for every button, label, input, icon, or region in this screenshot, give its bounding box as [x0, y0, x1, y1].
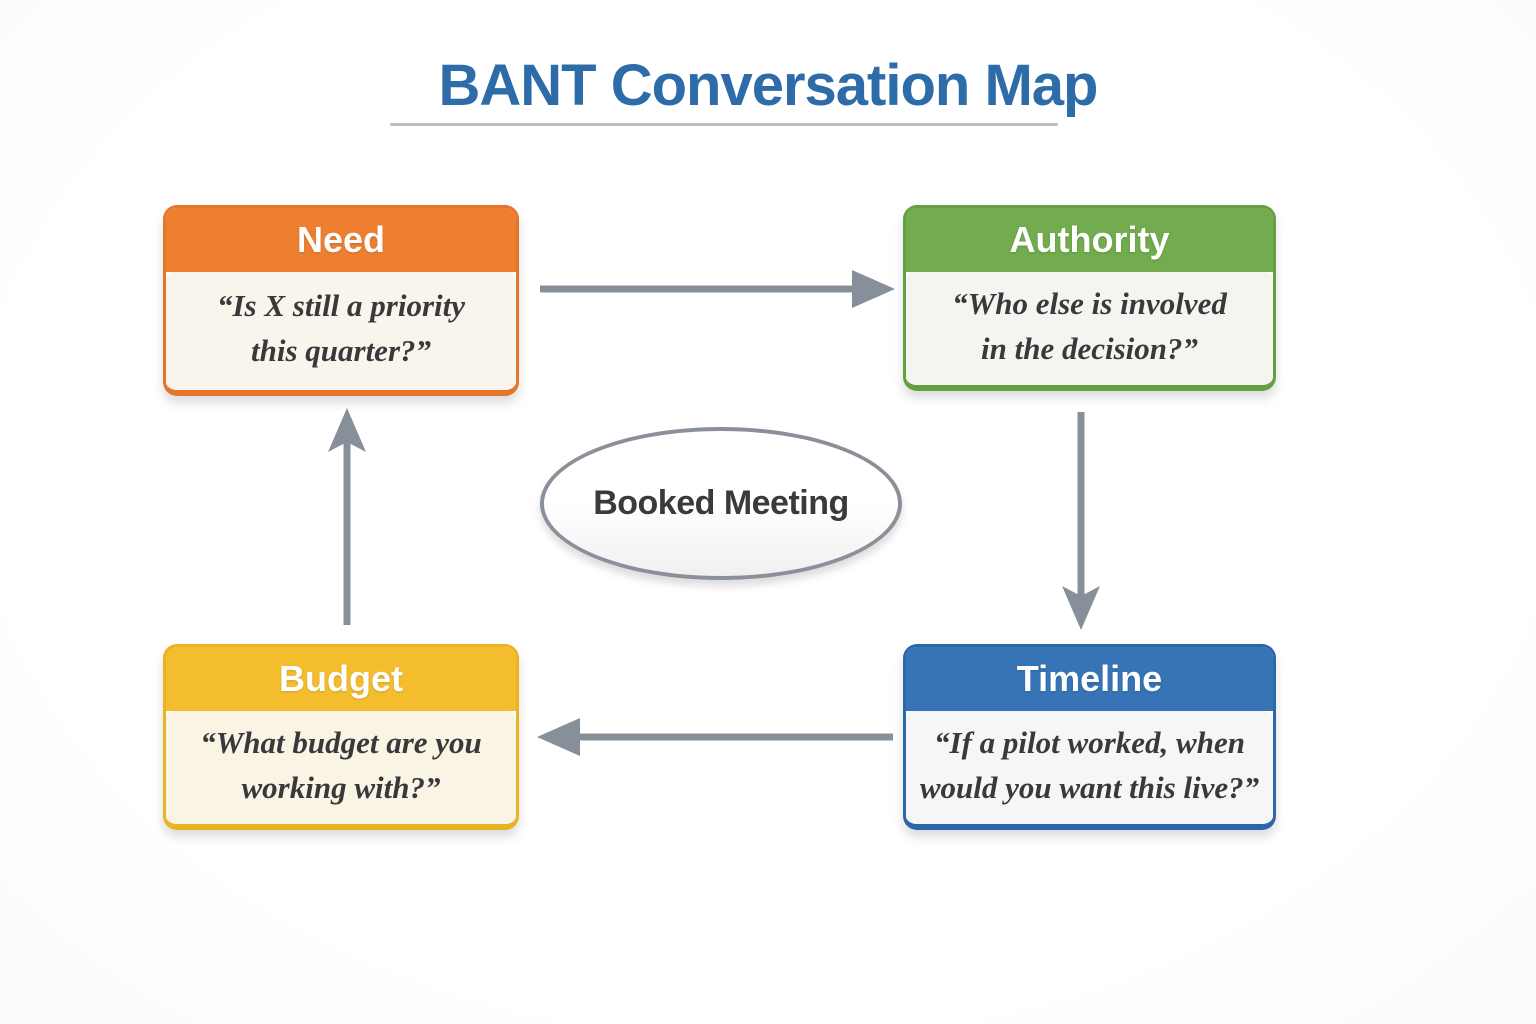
node-need-body: “Is X still a priority this quarter?” [166, 272, 516, 390]
node-need-header: Need [166, 208, 516, 272]
node-authority: Authority “Who else is involved in the d… [903, 205, 1276, 391]
center-node-booked-meeting: Booked Meeting [540, 427, 902, 580]
arrow-timeline-to-budget [537, 718, 893, 756]
node-budget: Budget “What budget are you working with… [163, 644, 519, 830]
node-budget-body: “What budget are you working with?” [166, 711, 516, 824]
title-underline-rule [390, 123, 1058, 126]
node-timeline-body: “If a pilot worked, when would you want … [906, 711, 1273, 824]
node-authority-header: Authority [906, 208, 1273, 272]
node-authority-body: “Who else is involved in the decision?” [906, 272, 1273, 385]
node-timeline-quote-line-2: would you want this live?” [919, 769, 1260, 805]
node-budget-quote-line-2: working with?” [241, 769, 441, 805]
node-authority-quote-line-2: in the decision?” [980, 330, 1198, 366]
node-timeline-quote-line-1: “If a pilot worked, when [934, 724, 1245, 760]
node-budget-quote-line-1: “What budget are you [200, 724, 482, 760]
arrow-authority-to-timeline [1062, 412, 1100, 630]
node-budget-header: Budget [166, 647, 516, 711]
node-timeline: Timeline “If a pilot worked, when would … [903, 644, 1276, 830]
node-need-quote-line-1: “Is X still a priority [216, 288, 466, 323]
node-need-quote-line-2: this quarter?” [250, 333, 432, 368]
arrow-need-to-authority [540, 270, 895, 308]
arrow-budget-to-need [328, 408, 366, 625]
center-node-label: Booked Meeting [593, 484, 849, 522]
node-timeline-header: Timeline [906, 647, 1273, 711]
page-title: BANT Conversation Map [438, 53, 1099, 118]
node-authority-quote-line-1: “Who else is involved [952, 285, 1227, 321]
node-need: Need “Is X still a priority this quarter… [163, 205, 519, 396]
